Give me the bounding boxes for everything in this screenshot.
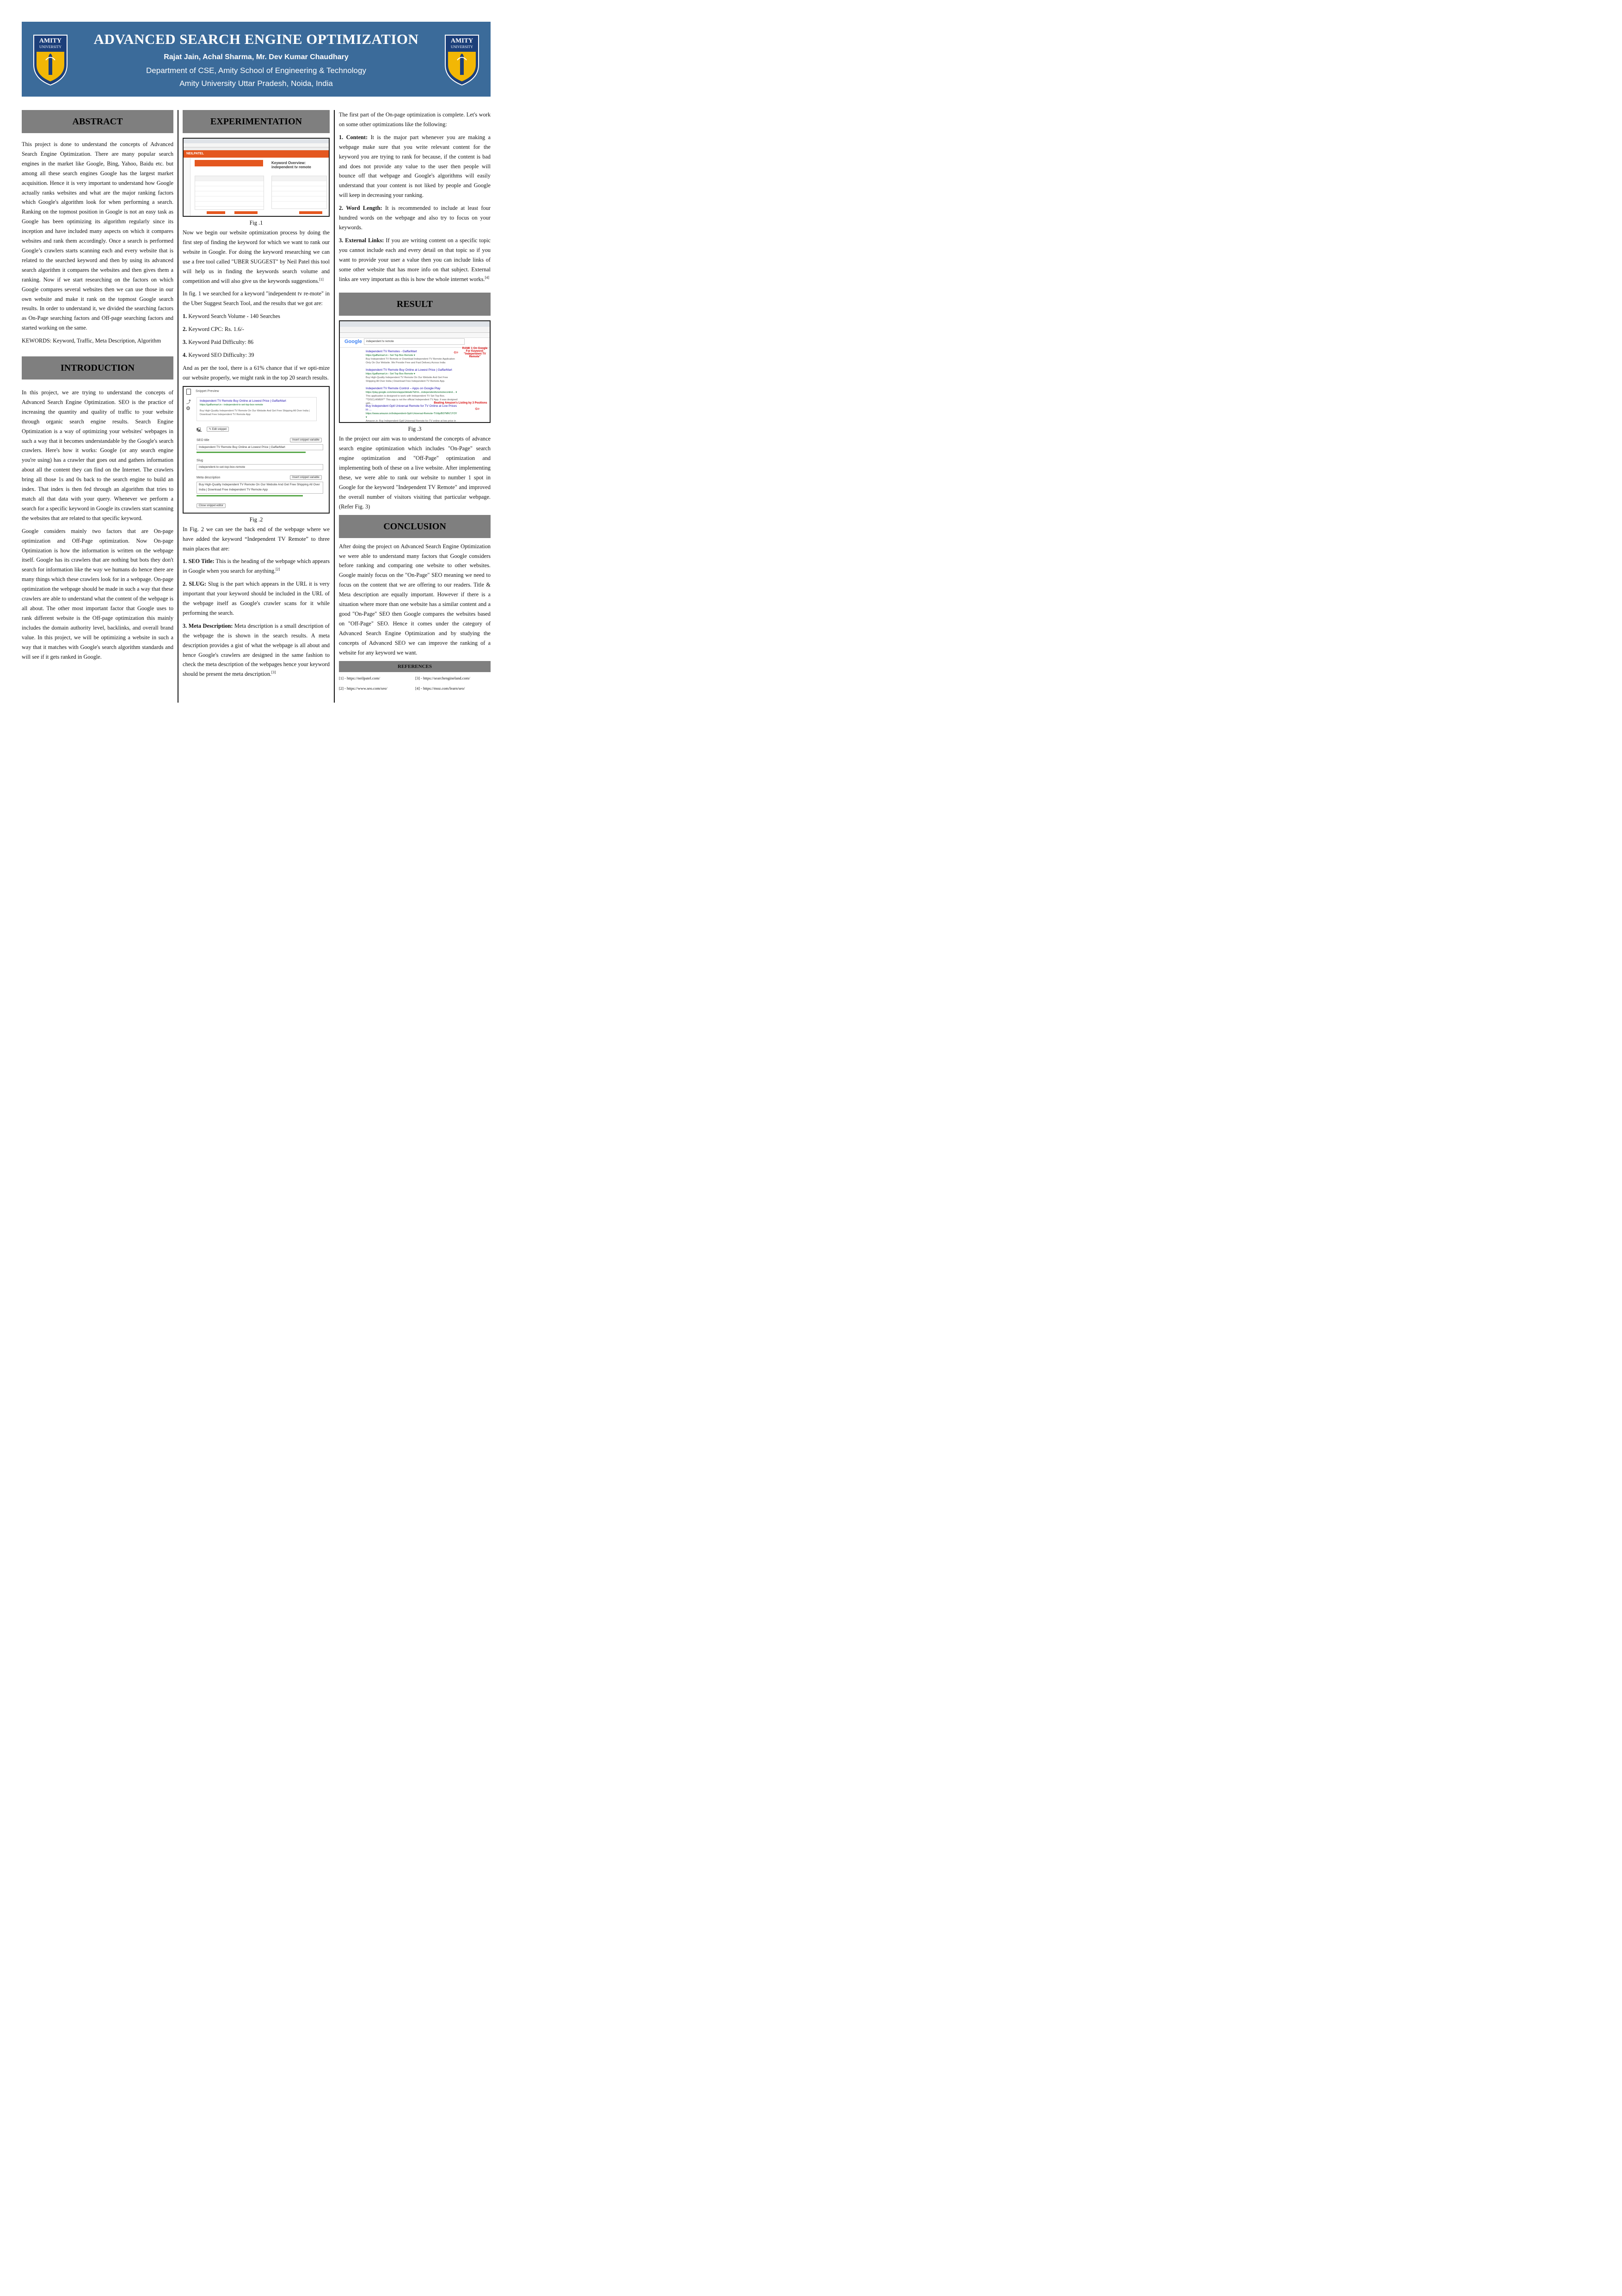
figure-2-snippet-editor: ⤴ ⚙ Snippet Preview Independent TV Remot… — [183, 386, 330, 514]
result-item-3: 3. Keyword Paid Difficulty: 86 — [183, 339, 254, 346]
result-text: In the project our aim was to understand… — [339, 435, 491, 510]
external-links-point: 3. External Links: If you are writing co… — [339, 237, 491, 282]
column-1: ABSTRACT This project is done to underst… — [22, 110, 173, 665]
abstract-heading: ABSTRACT — [22, 110, 173, 133]
column-divider-2 — [334, 110, 335, 703]
meta-description-label: Meta description — [197, 476, 221, 479]
column-3: The first part of the On-page optimizati… — [339, 110, 491, 693]
authors: Rajat Jain, Achal Sharma, Mr. Dev Kumar … — [164, 53, 349, 61]
mobile-icon — [186, 388, 191, 395]
experimentation-heading: EXPERIMENTATION — [183, 110, 330, 133]
search-result-4[interactable]: Buy Independent Gptl Universal Remote fo… — [366, 404, 457, 423]
seo-title-point: 1. SEO Title: This is the heading of the… — [183, 558, 330, 575]
figure-3-caption: Fig .3 — [408, 426, 422, 433]
search-result-1[interactable]: Independent TV Remotes - GaffarMart http… — [366, 350, 455, 365]
snippet-preview-heading: Snippet Preview — [196, 389, 219, 393]
snippet-description: Buy High-Quality Independent TV Remote O… — [200, 409, 310, 416]
result-item-2: 2. Keyword CPC: Rs. 1.6/- — [183, 326, 244, 333]
introduction-heading: INTRODUCTION — [22, 356, 173, 380]
seo-title-label: SEO title — [197, 438, 209, 442]
google-search-input[interactable]: independent tv remote — [364, 338, 465, 345]
seo-title-progress — [197, 451, 306, 453]
reference-1[interactable]: [1] - https://neilpatel.com/ — [339, 675, 380, 680]
experimentation-paragraph-2: In fig. 1 we searched for a keyword "ind… — [183, 290, 330, 307]
result-item-1: 1. Keyword Search Volume - 140 Searches — [183, 313, 280, 320]
insert-snippet-variable-button-1[interactable]: Insert snippet variable — [290, 437, 322, 442]
meta-description-point: 3. Meta Description: Meta description is… — [183, 622, 330, 678]
slug-field[interactable]: independent-tv-set-top-box-remote — [197, 464, 323, 470]
svg-text:UNIVERSITY: UNIVERSITY — [39, 45, 61, 49]
result-heading: RESULT — [339, 293, 491, 316]
experimentation-paragraph-4: In Fig. 2 we can see the back end of the… — [183, 526, 330, 552]
figure-1-caption: Fig .1 — [249, 220, 263, 226]
close-snippet-editor-button[interactable]: Close snippet editor — [197, 503, 226, 508]
reference-4[interactable]: [4] - https://moz.com/learn/seo/ — [415, 686, 465, 691]
amazon-annotation: Beating Amazon's Listing by 3 Positions — [434, 402, 487, 405]
column-2: EXPERIMENTATION NEILPATEL Keyword Overvi… — [183, 110, 330, 682]
figure-2-caption: Fig .2 — [249, 516, 263, 523]
abstract-keywords: KEWORDS: Keyword, Traffic, Meta Descript… — [22, 337, 161, 344]
meta-description-field[interactable]: Buy High-Quality Independent TV Remote O… — [197, 481, 323, 494]
arrow-left-icon: ⇦ — [475, 405, 480, 412]
conclusion-text: After doing the project on Advanced Sear… — [339, 543, 491, 656]
introduction-paragraph-2: Google considers mainly two factors that… — [22, 527, 173, 660]
header-banner: AMITY UNIVERSITY ADVANCED SEARCH ENGINE … — [22, 22, 491, 97]
search-result-3[interactable]: Independent TV Remote Control – Apps on … — [366, 387, 458, 405]
gear-icon: ⚙ — [186, 405, 190, 411]
insert-snippet-variable-button-2[interactable]: Insert snippet variable — [290, 475, 322, 480]
svg-text:AMITY: AMITY — [451, 37, 473, 44]
amity-logo-left: AMITY UNIVERSITY — [32, 32, 69, 86]
desktop-view-icon[interactable]: 🖳 — [197, 427, 203, 432]
seo-title-field[interactable]: Independent TV Remote Buy Online at Lowe… — [197, 444, 323, 450]
references-heading: REFERENCES — [339, 661, 491, 672]
reference-2[interactable]: [2] - https://www.seo.com/seo/ — [339, 686, 387, 691]
svg-text:UNIVERSITY: UNIVERSITY — [451, 45, 473, 49]
figure-3-google-results: Google independent tv remote Independent… — [339, 320, 491, 423]
content-point: 1. Content: It is the major part wheneve… — [339, 134, 491, 199]
snippet-url: https://gaffarmart.in › independent-tv-s… — [200, 403, 263, 406]
references-list: [1] - https://neilpatel.com/ [2] - https… — [339, 672, 491, 693]
poster: AMITY UNIVERSITY ADVANCED SEARCH ENGINE … — [0, 0, 512, 725]
arrow-left-icon: ⇦ — [454, 349, 459, 356]
keyword-search-bar — [195, 160, 263, 166]
department: Department of CSE, Amity School of Engin… — [146, 66, 366, 75]
experimentation-paragraph-1: Now we begin our website optimization pr… — [183, 229, 330, 284]
word-length-point: 2. Word Length: It is recommended to inc… — [339, 205, 491, 231]
snippet-title-link: Independent TV Remote Buy Online at Lowe… — [200, 399, 286, 403]
share-icon: ⤴ — [186, 399, 191, 405]
slug-label: Slug — [197, 459, 203, 462]
experimentation-paragraph-3: And as per the tool, there is a 61% chan… — [183, 364, 330, 381]
search-result-2[interactable]: Independent TV Remote Buy Online at Lowe… — [366, 368, 452, 383]
poster-title: ADVANCED SEARCH ENGINE OPTIMIZATION — [93, 31, 419, 47]
neilpatel-brand: NEILPATEL — [184, 150, 329, 158]
keyword-ideas-table — [195, 176, 264, 210]
google-logo: Google — [344, 339, 362, 345]
rank-1-annotation: RANK 1 On Google For Keyword: "Independe… — [462, 347, 488, 359]
onpage-intro: The first part of the On-page optimizati… — [339, 111, 491, 128]
amity-logo-right: AMITY UNIVERSITY — [443, 32, 480, 86]
figure-1-ubersuggest-screenshot: NEILPATEL Keyword Overview: independent … — [183, 138, 330, 217]
edit-snippet-button[interactable]: ✎ Edit snippet — [207, 426, 229, 432]
keyword-overview-title: Keyword Overview: independent tv remote — [271, 161, 311, 169]
reference-3[interactable]: [3] - https://searchengineland.com/ — [415, 675, 470, 680]
introduction-paragraph-1: In this project, we are trying to unders… — [22, 389, 173, 521]
conclusion-heading: CONCLUSION — [339, 514, 491, 538]
abstract-text: This project is done to understand the c… — [22, 141, 173, 331]
snippet-preview-card: Independent TV Remote Buy Online at Lowe… — [197, 397, 317, 421]
result-item-4: 4. Keyword SEO Difficulty: 39 — [183, 351, 254, 358]
slug-point: 2. SLUG: Slug is the part which appears … — [183, 581, 330, 616]
svg-text:AMITY: AMITY — [39, 37, 61, 44]
meta-description-progress — [197, 495, 303, 496]
location: Amity University Uttar Pradesh, Noida, I… — [179, 79, 333, 88]
